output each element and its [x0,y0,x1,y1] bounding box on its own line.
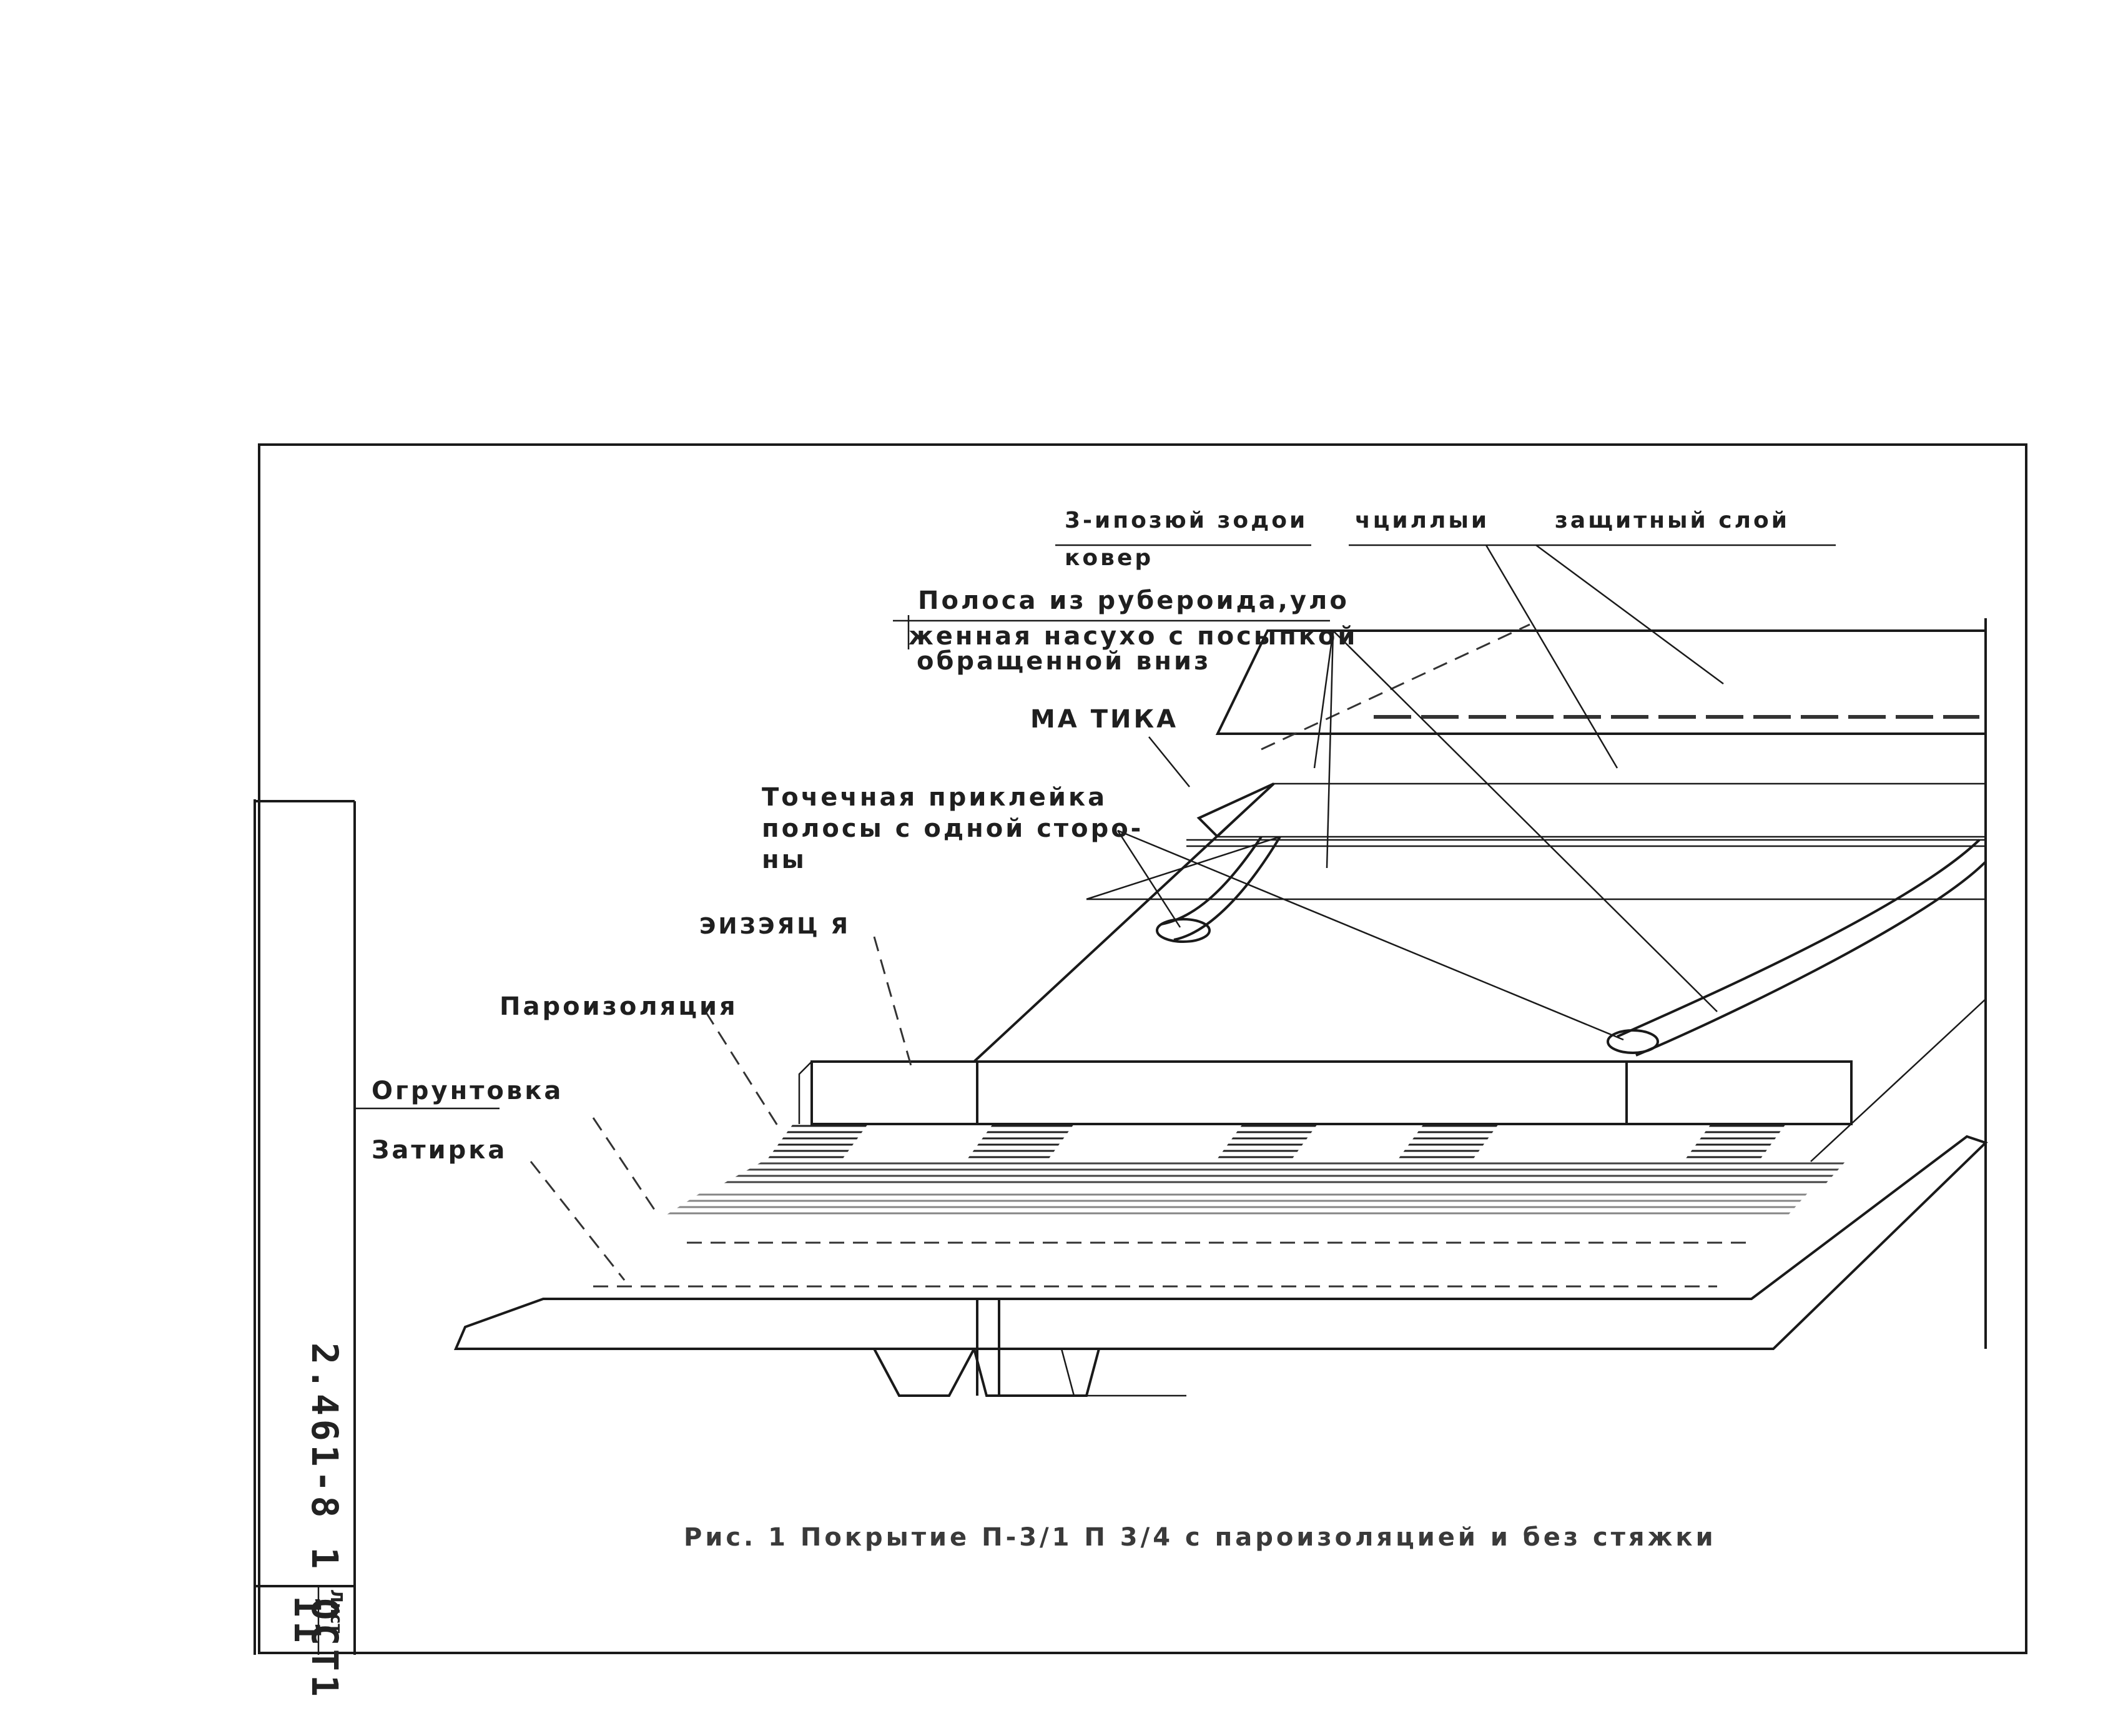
label-strip-3: обращенной вниз [917,647,1211,676]
support-beam [873,1348,975,1397]
figure-caption: Рис. 1 Покрытие П-3/1 П 3/4 с пароизоляц… [684,1523,1716,1552]
drawing-frame [254,443,2027,1655]
leader-lines [529,544,1836,1281]
label-spot-glue-2: полосы с одной сторо- [762,814,1143,843]
label-screed: Затирка [372,1136,507,1165]
mastic-layer [1215,782,1987,838]
sheet-number: 11 [286,1595,328,1647]
title-block: 2.461-8 1 ОСТ1 11 Лист [286,1343,346,1700]
label-strip-1: Полоса из рубероида,уло [918,586,1349,615]
rubberoid-strip-left [1161,836,1263,925]
base-slab [453,1135,1988,1350]
label-spot-glue-1: Точечная приклейка [762,783,1107,812]
document-code: 2.461-8 1 ОСТ1 [303,1343,346,1700]
rubberoid-strip-right [1617,839,1981,1038]
insulation-board-1 [810,1060,978,1125]
label-roof-carpet-1: 3-ипозюй зодои [1065,508,1308,533]
insulation-board-2 [976,1060,1628,1125]
label-primer: Огрунтовка [372,1077,563,1105]
label-vapor-barrier: Пароизоляция [500,992,738,1021]
primer-layer [718,1158,1848,1186]
label-mastic: МА ТИКА [1030,705,1178,734]
label-spot-glue-3: ны [762,846,807,874]
vapor-barrier-strips [768,1124,1786,1158]
label-protective-layer: защитный слой [1555,508,1790,533]
label-insulation: ЭИЗЭЯЦ Я [699,914,850,939]
label-strip-2: женная насухо с посыпкой [909,622,1357,651]
roof-layers [453,618,1988,1397]
insulation-board-3 [1625,1060,1853,1125]
screed-layer [662,1190,1811,1218]
label-roof-carpet-mid: чциллыи [1355,508,1489,533]
label-roof-carpet-2: ковер [1065,545,1153,571]
sheet-label: Лист [327,1589,345,1633]
drawing-labels: 3-ипозюй зодои ковер чциллыи защитный сл… [356,508,1790,1165]
